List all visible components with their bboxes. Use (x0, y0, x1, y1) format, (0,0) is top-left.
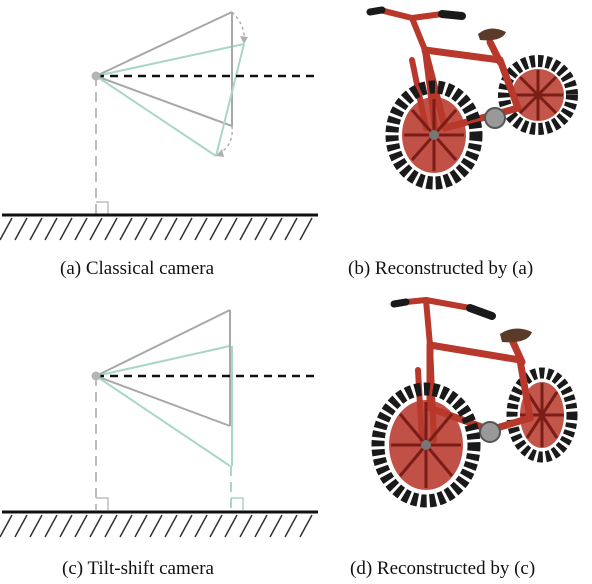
bicycle-render-d (371, 297, 578, 508)
ray-gray-upper (95, 11, 233, 77)
grip-right (438, 10, 466, 20)
bicycle-render-b (366, 6, 578, 190)
ray-gray-lower (95, 375, 231, 427)
arrow-head-bottom (216, 149, 224, 157)
ray-gray-lower (95, 75, 233, 127)
right-angle-marker-plane (231, 497, 244, 510)
ray-gray-upper (95, 309, 231, 377)
ray-teal-lower (95, 75, 217, 157)
rear-wheel (498, 55, 578, 135)
panel-d-image (350, 290, 590, 550)
caption-b: (b) Reconstructed by (a) (348, 258, 534, 279)
ray-teal-upper (95, 43, 245, 77)
ray-teal-upper (95, 345, 231, 377)
camera-center (91, 371, 101, 381)
seat (500, 328, 532, 343)
chainring (484, 107, 506, 129)
image-plane-teal (215, 43, 245, 157)
camera-center (91, 71, 101, 81)
seat (478, 28, 506, 41)
classical-camera-diagram (0, 11, 318, 241)
right-angle-marker (96, 201, 109, 214)
front-wheel (371, 382, 481, 508)
chainring (479, 421, 501, 443)
handlebar (377, 7, 445, 53)
grip-right (466, 304, 496, 320)
panel-a-diagram (0, 0, 330, 250)
front-wheel (385, 80, 483, 190)
grip-left (366, 6, 386, 16)
handlebar (403, 297, 473, 348)
caption-c: (c) Tilt-shift camera (62, 558, 214, 579)
ground-hatching (0, 217, 313, 241)
panel-b-image (350, 0, 590, 250)
grip-left (390, 298, 410, 308)
caption-a: (a) Classical camera (60, 258, 215, 279)
arrow-head-top (240, 36, 248, 44)
ray-teal-lower (95, 375, 231, 467)
right-angle-marker (96, 497, 109, 510)
caption-d: (d) Reconstructed by (c) (350, 558, 536, 579)
tilt-shift-camera-diagram (0, 309, 318, 538)
rear-wheel (506, 367, 578, 463)
panel-c-diagram (0, 296, 330, 546)
ground-hatching (0, 514, 313, 538)
